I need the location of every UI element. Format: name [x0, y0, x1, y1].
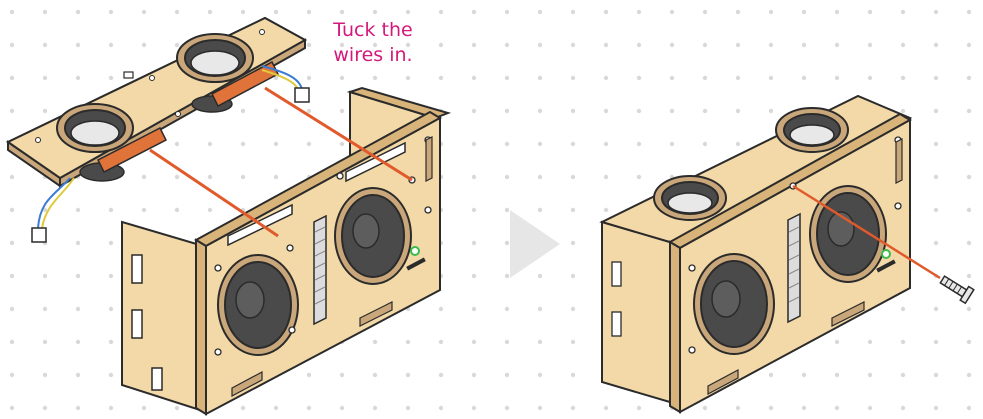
front-slot-right — [345, 141, 406, 183]
front-speaker-left — [217, 254, 299, 356]
screw-icon — [939, 275, 975, 305]
front-panel-side-edge — [195, 238, 207, 416]
assembled-front-speaker-right — [809, 185, 887, 283]
play-triangle-icon — [510, 210, 560, 278]
instruction-line-2: wires in. — [333, 44, 413, 66]
led-icon — [410, 246, 420, 256]
instruction-line-1: Tuck the — [333, 19, 413, 41]
top-speaker-right — [176, 33, 254, 83]
logo-mark — [406, 257, 426, 271]
front-speaker-right — [334, 187, 412, 285]
exploded-assembly — [6, 16, 452, 416]
instruction-caption: Tuck the wires in. — [318, 18, 428, 68]
assembled-speaker — [599, 94, 975, 414]
wire-yellow — [41, 177, 75, 229]
center-button-strip — [313, 214, 327, 326]
wire-connector-left — [31, 227, 47, 243]
left-slot-3 — [151, 367, 163, 391]
wire-connector-right — [294, 87, 310, 103]
assembled-top-speaker-left — [653, 175, 727, 221]
wire-blue — [37, 177, 71, 229]
glue-strip-right — [211, 60, 279, 108]
assembled-led-icon — [881, 249, 891, 259]
guide-line-left — [149, 148, 279, 238]
left-slot-2 — [131, 309, 143, 339]
assembled-button-strip — [787, 212, 801, 324]
left-slot-1 — [131, 254, 143, 284]
screw-guide-line — [792, 184, 941, 280]
assembled-front-speaker-left — [693, 253, 775, 355]
glue-strip-left — [96, 126, 168, 174]
assembled-top-speaker-right — [775, 107, 849, 153]
back-panel-edge — [346, 86, 452, 120]
guide-line-right — [264, 86, 413, 182]
top-speaker-left — [56, 103, 134, 153]
